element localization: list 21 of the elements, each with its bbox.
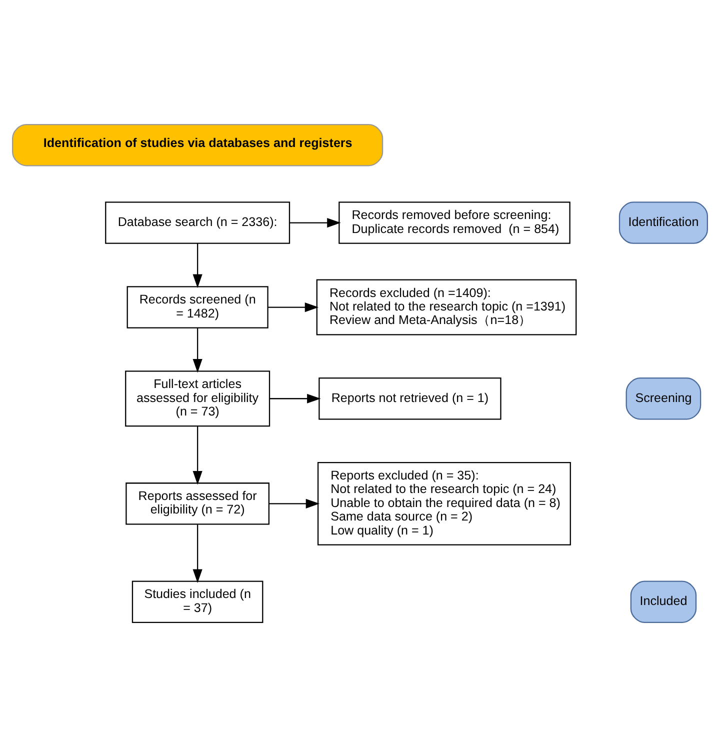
arrow [269, 498, 320, 508]
node-box: Database search (n = 2336): [105, 202, 290, 244]
arrow [268, 302, 319, 312]
node-box: Records excluded (n =1409): Not related to the research topic (n =1391) Review and Meta-Analysis（n=18） [316, 279, 577, 336]
arrow [192, 243, 202, 288]
node-box: Reports assessed for eligibility (n = 72) [126, 482, 270, 525]
arrow [270, 394, 321, 404]
arrow [192, 524, 202, 583]
node-box: Identification [618, 202, 708, 244]
node-box: Records screened (n = 1482) [126, 286, 268, 328]
arrow [192, 328, 202, 373]
node-box: Records removed before screening: Duplicate records removed (n = 854) [338, 202, 570, 244]
node-box: Screening [626, 378, 702, 420]
node-box: Reports excluded (n = 35): Not related to the research topic (n = 24) Unable to obtain the required data (n = 8) Same data source (n = 2) Low quality (n = 1) [317, 462, 571, 546]
node-box: Included [630, 580, 697, 623]
node-box: Studies included (n = 37) [132, 580, 264, 623]
arrow [290, 218, 341, 228]
node-box: Identification of studies via databases and registers [12, 124, 384, 166]
node-box: Full-text articles assessed for eligibility (n = 73) [125, 370, 270, 427]
node-box: Reports not retrieved (n = 1) [318, 378, 502, 420]
arrow [192, 426, 202, 485]
